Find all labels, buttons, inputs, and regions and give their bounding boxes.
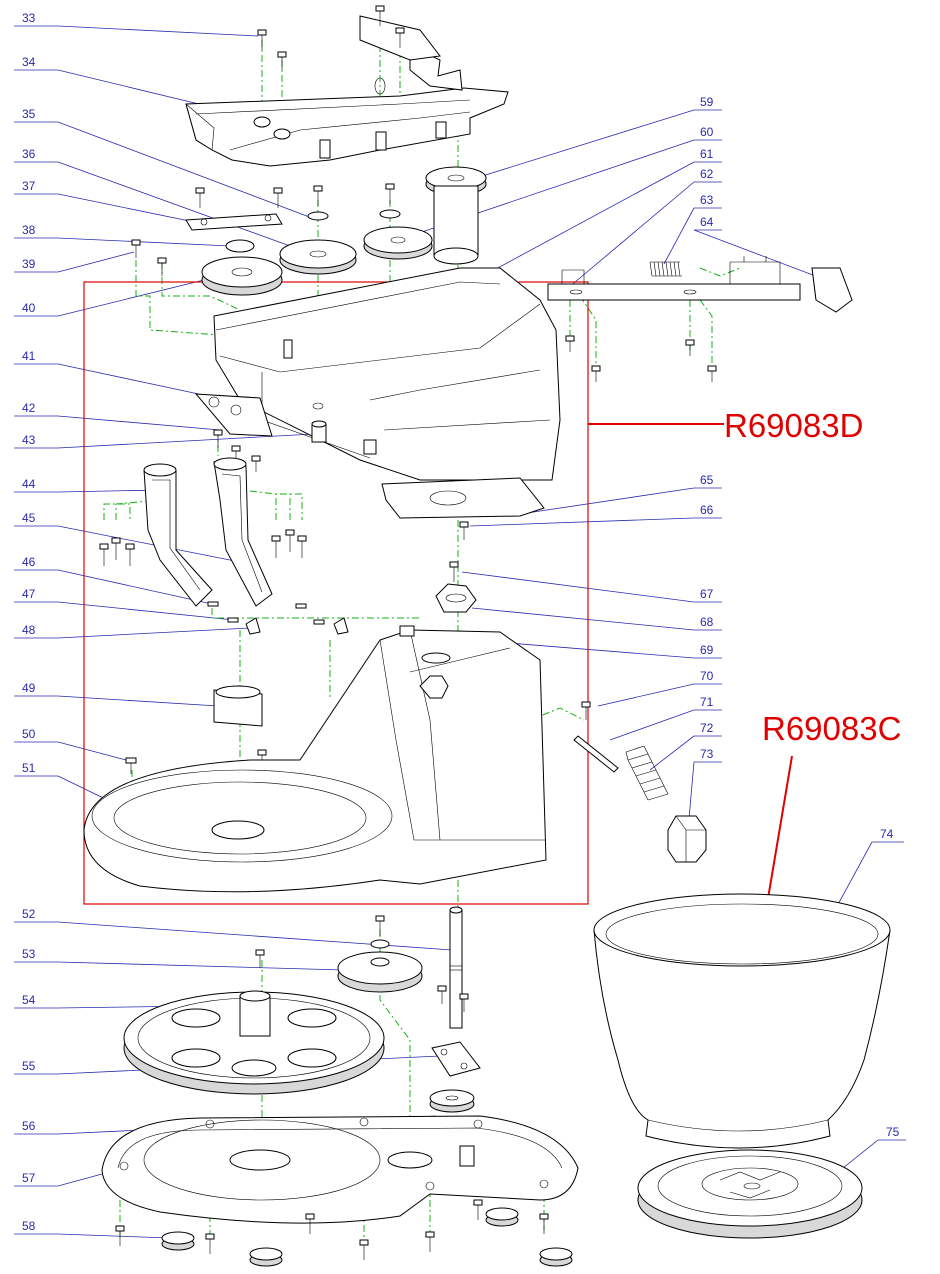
part-label-59: 59 <box>700 95 714 109</box>
part-49-sleeve <box>213 685 263 727</box>
part-54-large-gear <box>123 949 385 1095</box>
part-label-52: 52 <box>22 907 36 921</box>
part-labels-right: 59 60 61 62 63 64 65 66 67 68 69 70 71 7… <box>700 95 900 1139</box>
part-label-38: 38 <box>22 223 36 237</box>
part-61-upper-housing <box>213 267 561 481</box>
part-40-gear <box>201 256 283 296</box>
part-label-47: 47 <box>22 587 36 601</box>
part-66-67-screws <box>449 521 469 582</box>
part-label-51: 51 <box>22 761 36 775</box>
part-37-bracket <box>185 183 395 231</box>
part-label-53: 53 <box>22 947 36 961</box>
part-35-washers <box>225 209 401 253</box>
part-label-70: 70 <box>700 669 714 683</box>
part-label-60: 60 <box>700 125 714 139</box>
part-label-61: 61 <box>700 147 714 161</box>
part-75-bowl-base <box>637 1149 863 1239</box>
part-label-50: 50 <box>22 727 36 741</box>
part-label-75: 75 <box>886 1125 900 1139</box>
part-57-base-plate <box>101 1115 579 1224</box>
part-label-42: 42 <box>22 401 36 415</box>
part-52-shaft <box>449 906 463 1029</box>
part-65-plate <box>381 477 545 519</box>
part-label-68: 68 <box>700 615 714 629</box>
part-label-46: 46 <box>22 555 36 569</box>
part-60-gear <box>363 226 433 260</box>
part-72-spring <box>625 745 669 801</box>
part-55-bracket <box>431 985 481 1077</box>
part-43-spacer <box>311 420 327 443</box>
part-label-64: 64 <box>700 215 714 229</box>
assembly-label-r69083c: R69083C <box>762 710 901 747</box>
part-label-74: 74 <box>880 827 894 841</box>
part-label-72: 72 <box>700 721 714 735</box>
part-53-gear <box>337 915 423 993</box>
part-46-47-48-pins <box>207 601 349 635</box>
part-label-49: 49 <box>22 681 36 695</box>
part-74-bowl <box>593 893 891 1149</box>
part-labels-left: 33 34 35 36 37 38 39 40 41 42 43 44 45 4… <box>22 11 36 1233</box>
part-label-48: 48 <box>22 623 36 637</box>
part-label-44: 44 <box>22 477 36 491</box>
part-label-66: 66 <box>700 503 714 517</box>
part-label-62: 62 <box>700 167 714 181</box>
part-label-56: 56 <box>22 1119 36 1133</box>
part-63-spring <box>649 261 682 277</box>
part-label-39: 39 <box>22 257 36 271</box>
label-underlines-right <box>694 109 906 1141</box>
part-label-58: 58 <box>22 1219 36 1233</box>
part-62-rail <box>547 256 801 301</box>
part-label-69: 69 <box>700 643 714 657</box>
part-39-screws <box>131 239 167 276</box>
part-label-57: 57 <box>22 1171 36 1185</box>
part-44-arm <box>143 463 213 607</box>
part-36-gear <box>279 239 357 275</box>
part-73-knob <box>667 815 707 863</box>
part-59-shaft-gear <box>425 166 487 265</box>
part-label-63: 63 <box>700 193 714 207</box>
part-64-button <box>811 267 853 313</box>
part-70-screw <box>581 701 591 720</box>
part-label-33: 33 <box>22 11 36 25</box>
part-label-73: 73 <box>700 747 714 761</box>
label-underlines-left <box>14 25 58 1235</box>
part-label-54: 54 <box>22 993 36 1007</box>
part-33-screws <box>257 5 405 70</box>
part-label-65: 65 <box>700 473 714 487</box>
part-label-55: 55 <box>22 1059 36 1073</box>
part-71-rod <box>573 735 619 773</box>
part-62-screws <box>565 335 717 382</box>
part-label-36: 36 <box>22 147 36 161</box>
part-44-screws <box>99 529 307 566</box>
part-label-37: 37 <box>22 179 36 193</box>
assembly-outline-r69083d <box>83 281 589 905</box>
part-51-base-body <box>83 625 547 893</box>
part-label-67: 67 <box>700 587 714 601</box>
part-34-top-cover <box>185 15 509 167</box>
part-58-feet <box>161 1207 573 1267</box>
part-58-screws <box>115 1199 549 1260</box>
part-41-plate <box>194 393 273 437</box>
part-68-coupling <box>435 583 477 613</box>
part-45-arm <box>213 457 273 607</box>
part-56-small-gear <box>429 1089 475 1113</box>
part-label-43: 43 <box>22 433 36 447</box>
part-label-45: 45 <box>22 511 36 525</box>
part-label-35: 35 <box>22 107 36 121</box>
part-label-41: 41 <box>22 349 36 363</box>
part-label-34: 34 <box>22 55 36 69</box>
part-label-40: 40 <box>22 301 36 315</box>
part-label-71: 71 <box>700 695 714 709</box>
assembly-label-r69083d: R69083D <box>724 407 863 444</box>
